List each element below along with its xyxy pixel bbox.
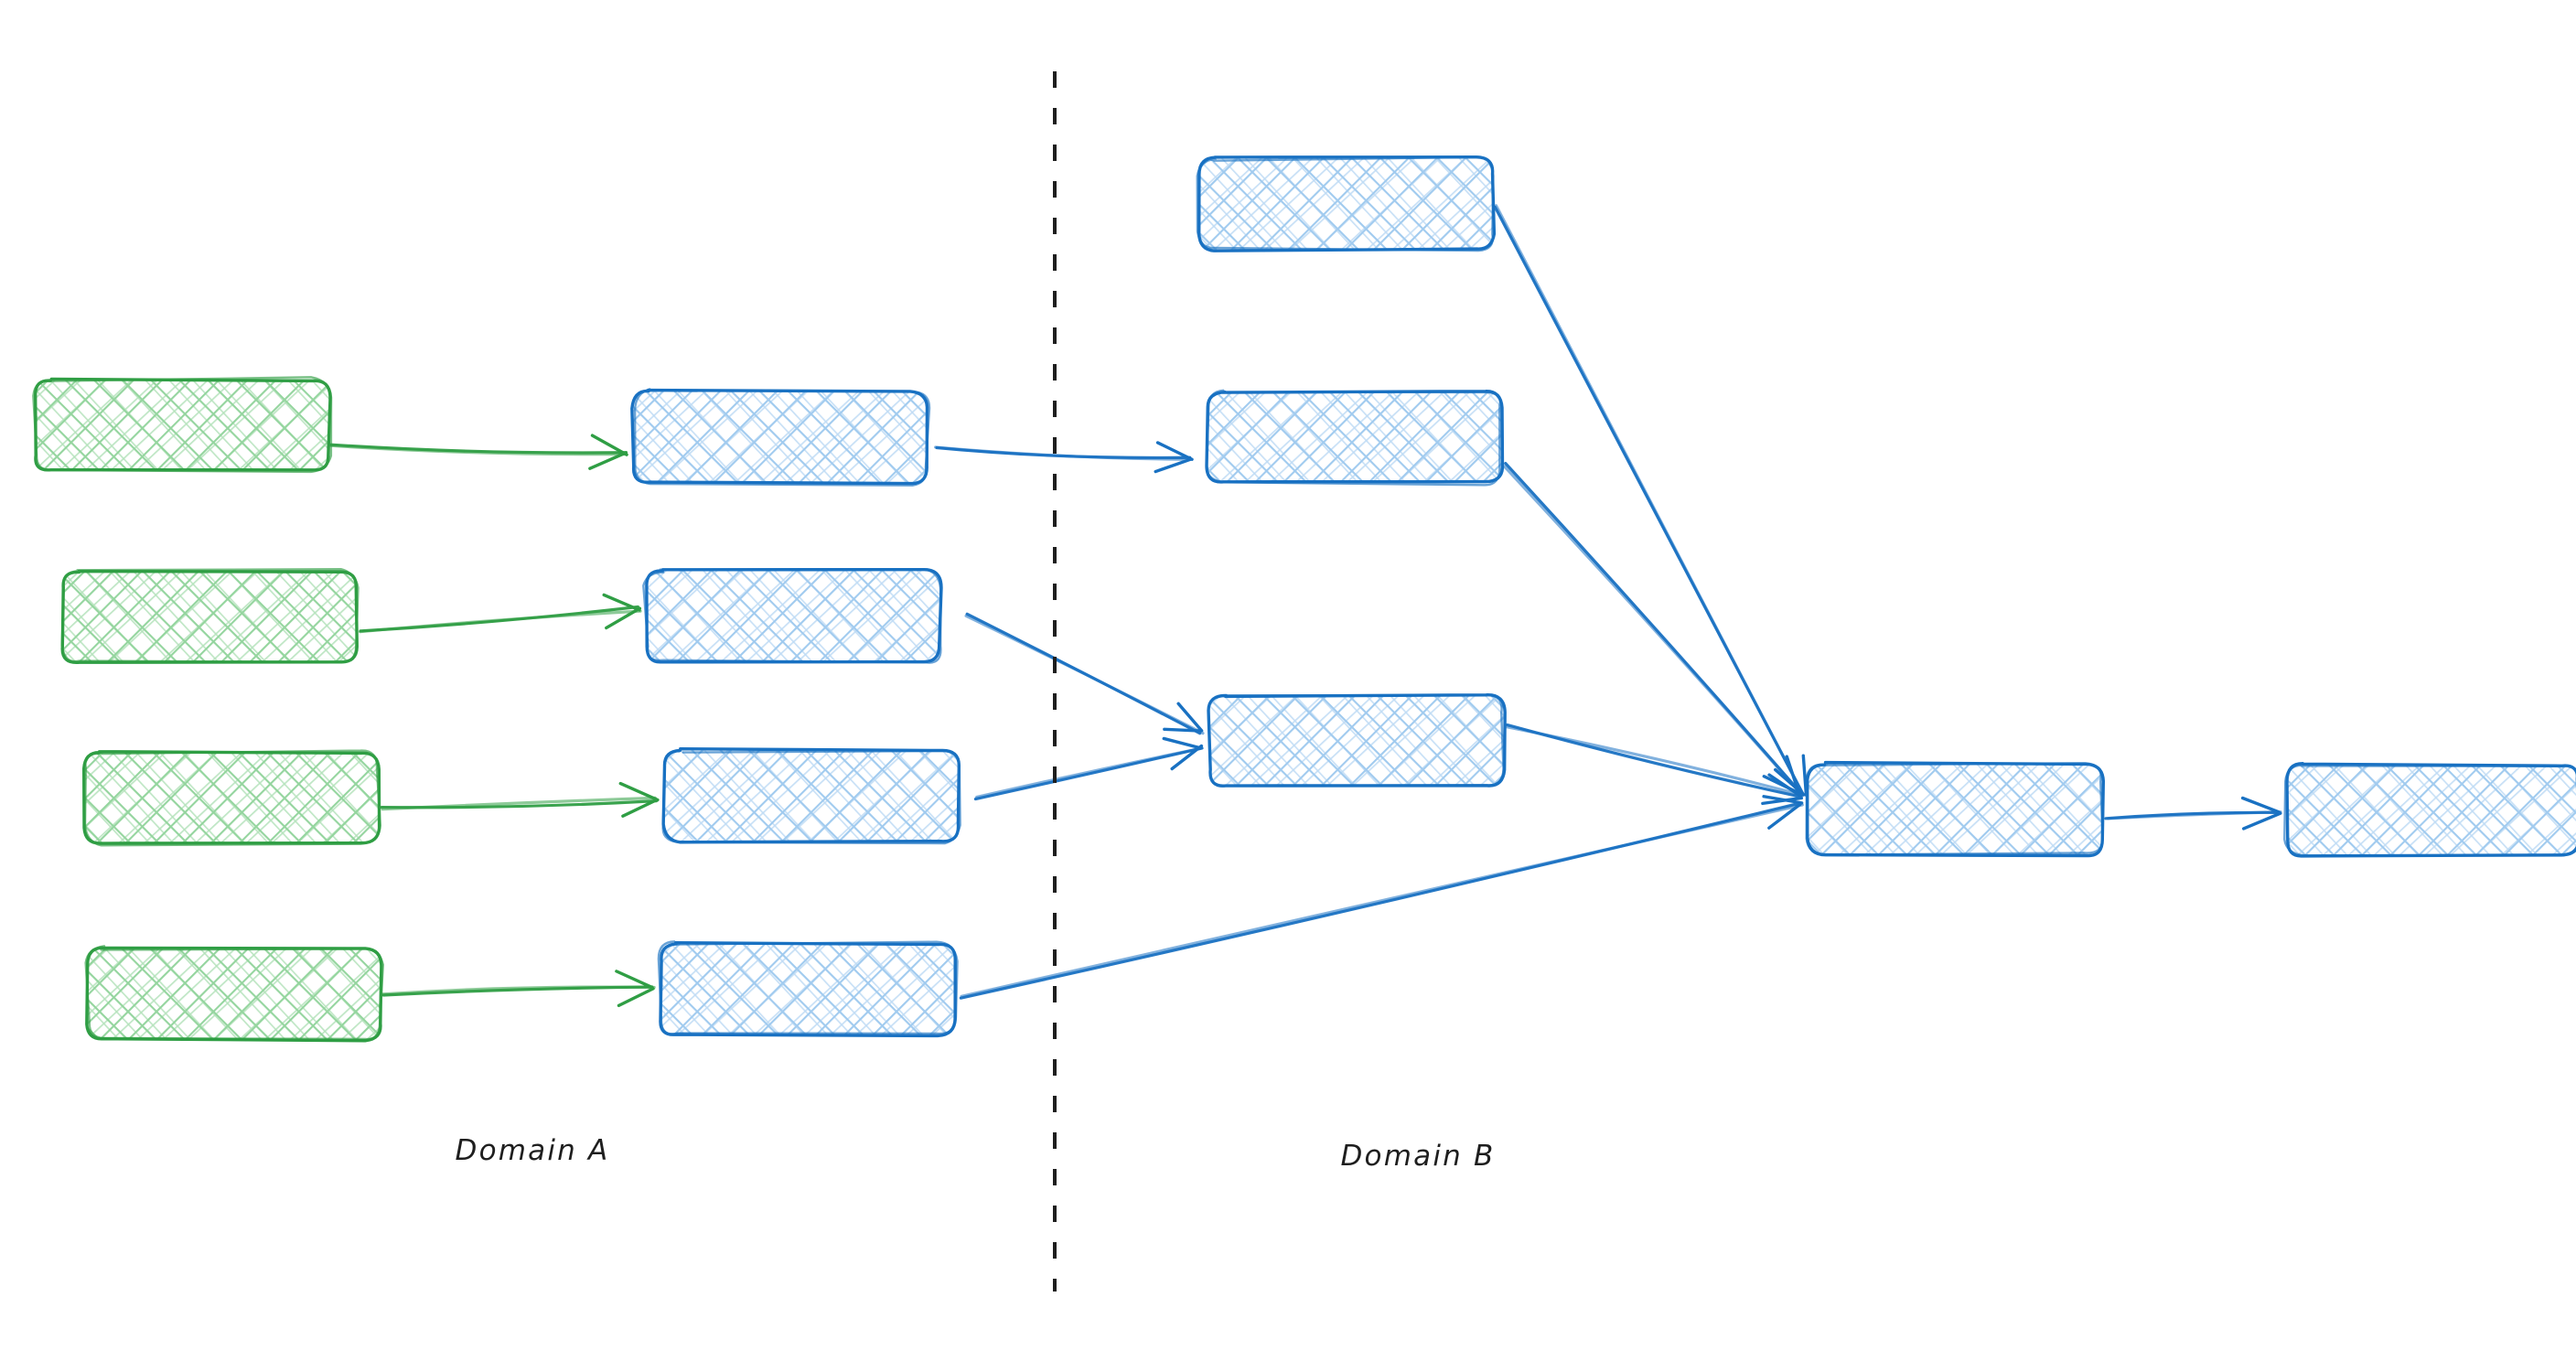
node-fill [1198,158,1493,250]
edge-a2-to-b2[interactable] [359,593,642,634]
node-fill [62,572,357,663]
arrow-head-icon [588,434,628,470]
node-b1[interactable] [630,388,931,487]
arrow-head-icon [2240,796,2282,831]
edge-b2-to-c3[interactable] [964,612,1205,735]
node-b2[interactable] [642,567,943,664]
edge-a1-to-b1[interactable] [329,434,628,470]
node-fill [660,944,955,1035]
domain-a-label: Domain A [456,1134,610,1167]
node-hub[interactable] [1805,760,2106,858]
node-outline [657,940,959,1035]
domain-b-label: Domain B [1340,1140,1495,1173]
edge-b1-to-c2[interactable] [934,441,1194,474]
node-outline [32,376,333,474]
node-a3[interactable] [81,749,381,847]
node-c2[interactable] [1205,389,1505,487]
node-outline [642,567,942,664]
edge-c2-to-hub[interactable] [1503,462,1802,796]
edge-layer [329,204,2282,1008]
node-outline [1196,155,1495,252]
node-outline [1805,762,2104,856]
node-outline [1205,389,1502,487]
arrow-head-icon [615,970,655,1008]
arrow-head-icon [1162,736,1204,771]
node-fill [87,949,381,1040]
node-c3[interactable] [1207,693,1507,788]
node-a4[interactable] [84,945,384,1043]
node-fill [2287,765,2576,856]
node-fill [633,391,928,483]
arrow-head-icon [1154,441,1194,474]
node-a2[interactable] [60,568,360,664]
node-fill [1208,391,1502,483]
node-outline [84,945,384,1041]
node-fill [84,752,379,843]
node-fill [1209,695,1504,787]
edge-a4-to-b4[interactable] [381,970,656,1008]
edge-a3-to-b3[interactable] [380,781,660,818]
node-c1[interactable] [1196,155,1497,252]
node-outline [1207,693,1505,788]
node-outline [83,749,381,847]
edge-b4-to-hub[interactable] [959,795,1804,1000]
node-b3[interactable] [661,747,961,845]
label-layer: Domain A Domain B [456,1134,1495,1173]
node-outline [60,568,360,663]
node-fill [1809,764,2103,855]
edge-hub-to-out[interactable] [2104,796,2282,831]
arrow-head-icon [602,593,642,630]
edge-c1-to-hub[interactable] [1493,204,1809,797]
node-fill [664,750,959,841]
arrow-head-icon [1761,773,1804,806]
node-outline [630,388,929,486]
node-b4[interactable] [657,940,959,1038]
node-layer [32,155,2576,1043]
arrow-head-icon [618,781,660,818]
arrow-head-icon [1163,702,1204,733]
node-outline [633,388,931,487]
node-outline [661,749,961,845]
edge-c3-to-hub[interactable] [1505,723,1804,806]
node-fill [646,571,940,662]
node-fill [35,380,329,471]
node-a1[interactable] [32,376,333,474]
edge-b3-to-c3[interactable] [973,736,1204,801]
node-out[interactable] [2283,762,2576,858]
